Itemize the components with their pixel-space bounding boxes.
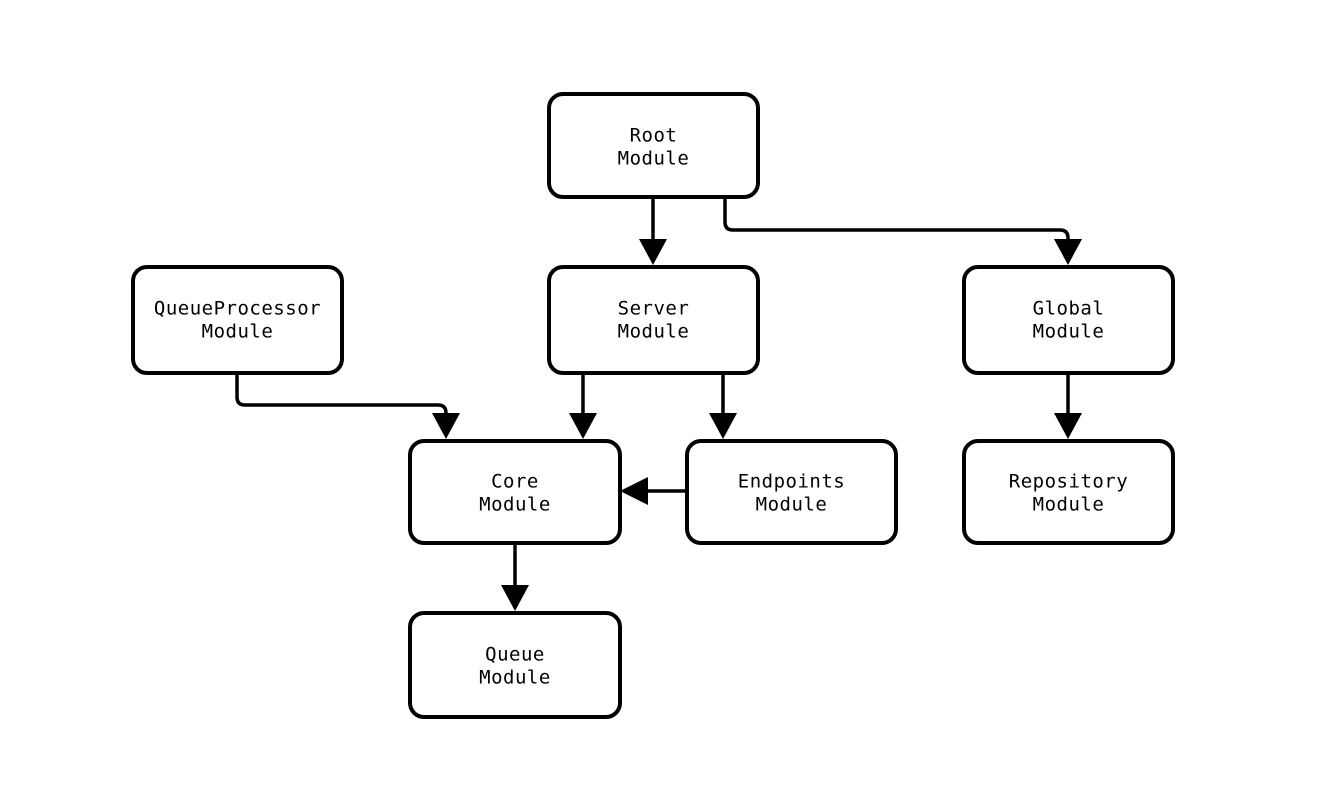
edge-endpoints-to-core <box>620 477 687 505</box>
node-core-module[interactable]: Core Module <box>408 439 622 545</box>
edge-queueprocessor-to-core-line <box>235 373 448 419</box>
node-root-module-label-line2: Module <box>618 148 690 170</box>
edge-queueprocessor-to-core <box>235 373 460 439</box>
node-server-module-label-line1: Server <box>618 298 690 320</box>
node-server-module-label-line2: Module <box>618 321 690 343</box>
edge-server-to-core-arrowhead <box>569 413 597 439</box>
node-repository-module-label-line1: Repository <box>1009 471 1128 493</box>
edge-global-to-repository <box>1054 373 1082 439</box>
edge-root-to-global <box>723 197 1082 265</box>
node-global-module-box[interactable] <box>962 265 1175 375</box>
node-repository-module[interactable]: Repository Module <box>962 439 1175 545</box>
node-repository-module-label-line2: Module <box>1033 494 1105 516</box>
edge-server-to-endpoints-arrowhead <box>709 413 737 439</box>
edge-root-to-global-arrowhead <box>1054 239 1082 265</box>
edge-global-to-repository-arrowhead <box>1054 413 1082 439</box>
edge-root-to-global-line <box>723 197 1070 245</box>
edge-queueprocessor-to-core-arrowhead <box>432 413 460 439</box>
node-queue-module-box[interactable] <box>408 611 622 719</box>
edge-core-to-queue-arrowhead <box>501 585 529 611</box>
node-core-module-label-line1: Core <box>491 471 539 493</box>
edge-root-to-server <box>639 197 667 265</box>
node-endpoints-module-label-line2: Module <box>756 494 828 516</box>
node-root-module-box[interactable] <box>547 92 760 199</box>
edge-endpoints-to-core-arrowhead <box>620 477 648 505</box>
node-global-module-label-line1: Global <box>1033 298 1105 320</box>
node-root-module-label-line1: Root <box>630 125 678 147</box>
node-queueprocessor-module-label-line1: QueueProcessor <box>154 298 321 320</box>
node-global-module[interactable]: Global Module <box>962 265 1175 375</box>
node-repository-module-box[interactable] <box>962 439 1175 545</box>
edge-core-to-queue <box>501 543 529 611</box>
node-endpoints-module-box[interactable] <box>685 439 898 545</box>
node-endpoints-module-label-line1: Endpoints <box>738 471 845 493</box>
node-root-module[interactable]: Root Module <box>547 92 760 199</box>
node-core-module-label-line2: Module <box>479 494 551 516</box>
node-endpoints-module[interactable]: Endpoints Module <box>685 439 898 545</box>
node-queue-module[interactable]: Queue Module <box>408 611 622 719</box>
node-queueprocessor-module-label-line2: Module <box>202 321 274 343</box>
node-core-module-box[interactable] <box>408 439 622 545</box>
edge-server-to-endpoints <box>709 373 737 439</box>
edge-root-to-server-arrowhead <box>639 239 667 265</box>
node-server-module-box[interactable] <box>547 265 760 375</box>
node-queueprocessor-module-box[interactable] <box>131 265 344 375</box>
node-queueprocessor-module[interactable]: QueueProcessor Module <box>131 265 344 375</box>
node-global-module-label-line2: Module <box>1033 321 1105 343</box>
node-queue-module-label-line2: Module <box>479 667 551 689</box>
edge-server-to-core <box>569 373 597 439</box>
node-queue-module-label-line1: Queue <box>485 644 545 666</box>
node-server-module[interactable]: Server Module <box>547 265 760 375</box>
